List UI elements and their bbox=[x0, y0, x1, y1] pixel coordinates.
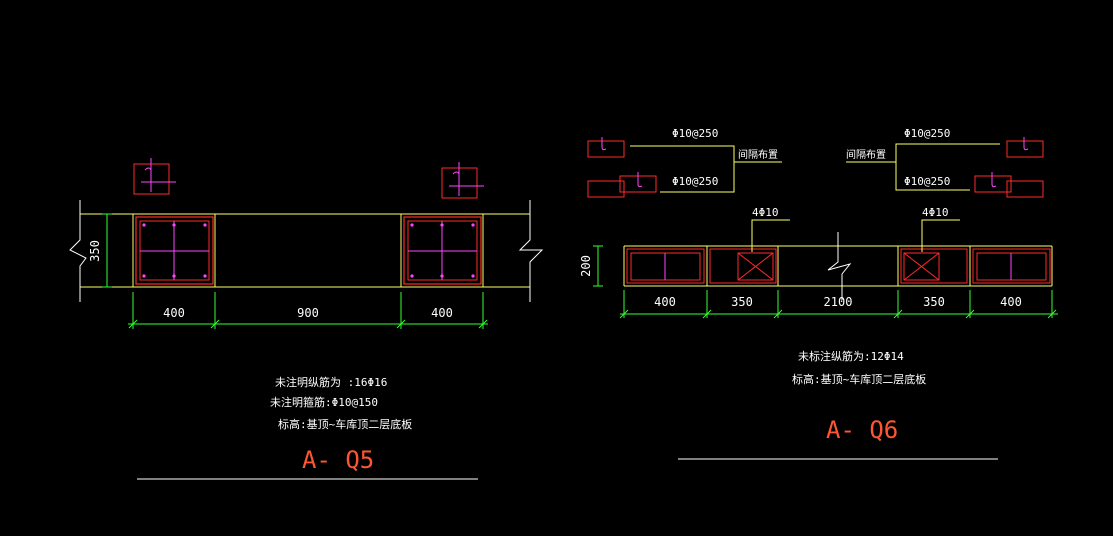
q6-note-1: 未标注纵筋为:12Φ14 bbox=[798, 349, 904, 363]
q6-dim-3: 2100 bbox=[824, 295, 853, 309]
q6-end-column-left bbox=[626, 248, 705, 284]
q6-callout-left-label: 间隔布置 bbox=[738, 148, 778, 161]
q6-tie-column-left bbox=[709, 248, 777, 284]
q6-dimension-line bbox=[619, 290, 1058, 319]
q5-note-3: 标高:基顶~车库顶二层底板 bbox=[278, 417, 412, 431]
q6-callout-right-top: Φ10@250 bbox=[904, 127, 950, 140]
q6-note-2: 标高:基顶~车库顶二层底板 bbox=[792, 372, 926, 386]
q5-note-2: 未注明箍筋:Φ10@150 bbox=[270, 395, 378, 409]
q6-callout-right-label: 间隔布置 bbox=[846, 148, 886, 161]
q6-height-dimension: 200 bbox=[579, 245, 603, 287]
q6-dim-1: 400 bbox=[654, 295, 676, 309]
q6-break-line bbox=[827, 232, 852, 300]
q6-end-column-right bbox=[972, 248, 1051, 284]
q5-stirrup-detail-right bbox=[441, 162, 484, 199]
q5-break-lines bbox=[69, 200, 544, 302]
q5-left-column bbox=[135, 216, 214, 285]
q6-section: 200 bbox=[579, 127, 1058, 460]
q5-height-dimension: 350 bbox=[88, 213, 112, 288]
q5-section: 350 bbox=[69, 158, 544, 480]
q5-height-label: 350 bbox=[88, 240, 102, 262]
q5-title: A- Q5 bbox=[302, 446, 374, 474]
q6-callout-right-bottom: Φ10@250 bbox=[904, 175, 950, 188]
q6-title: A- Q6 bbox=[826, 416, 898, 444]
q5-dim-1: 400 bbox=[163, 306, 185, 320]
q6-tie-column-right bbox=[900, 248, 968, 284]
q5-dim-2: 900 bbox=[297, 306, 319, 320]
q6-callout-left-bottom: Φ10@250 bbox=[672, 175, 718, 188]
q5-dimension-line bbox=[128, 292, 488, 329]
q5-stirrup-detail-left bbox=[133, 158, 176, 195]
q5-wall-outline bbox=[80, 213, 530, 288]
q6-height-label: 200 bbox=[579, 255, 593, 277]
q6-bar-left-text: 4Φ10 bbox=[752, 206, 779, 219]
q6-callout-right: Φ10@250 Φ10@250 间隔布置 bbox=[846, 127, 1044, 198]
q6-dim-5: 400 bbox=[1000, 295, 1022, 309]
q5-right-column bbox=[403, 216, 482, 285]
q6-bar-label-left: 4Φ10 bbox=[751, 206, 790, 252]
q6-bar-label-right: 4Φ10 bbox=[921, 206, 960, 252]
q6-callout-left: Φ10@250 Φ10@250 间隔布置 bbox=[587, 127, 782, 198]
q6-callout-left-top: Φ10@250 bbox=[672, 127, 718, 140]
q6-bar-right-text: 4Φ10 bbox=[922, 206, 949, 219]
q5-note-1: 未注明纵筋为 :16Φ16 bbox=[275, 375, 387, 389]
q5-dim-3: 400 bbox=[431, 306, 453, 320]
q6-dim-4: 350 bbox=[923, 295, 945, 309]
q6-dim-2: 350 bbox=[731, 295, 753, 309]
